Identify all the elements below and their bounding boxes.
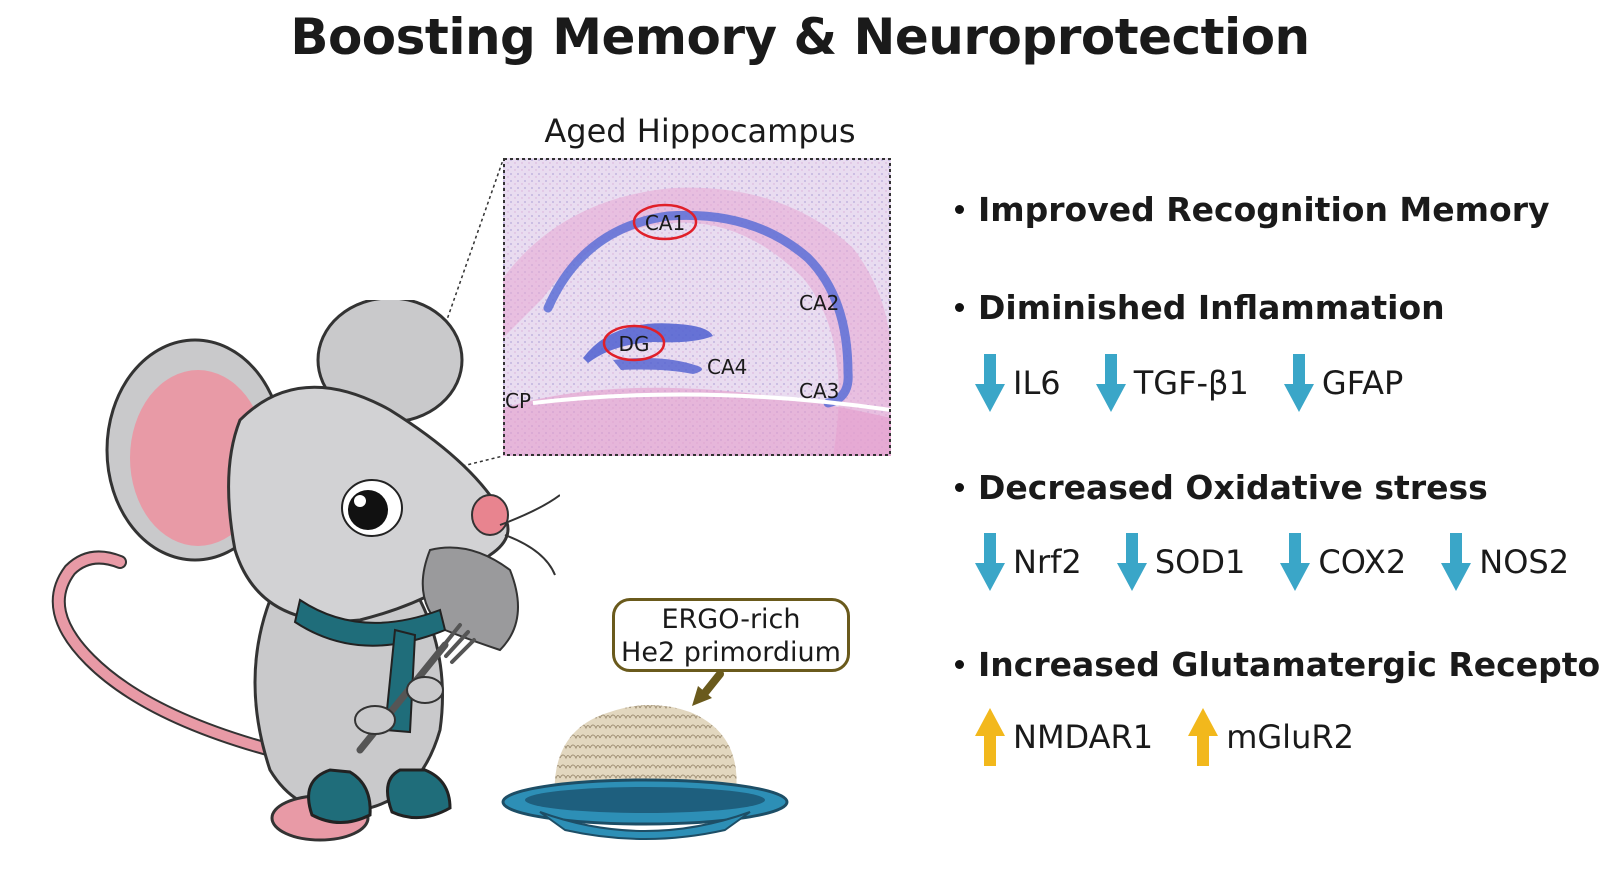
figure-title: Boosting Memory & Neuroprotection [290,8,1310,66]
callout-line1: ERGO-rich [661,604,801,635]
effect-title: Decreased Oxidative stress [978,468,1488,507]
callout-box: ERGO-rich He2 primordium [612,598,850,672]
ca4-label: CA4 [707,355,747,379]
effect-memory: Improved Recognition Memory [955,190,1550,229]
bullet-icon [955,205,964,214]
effect-oxidative: Decreased Oxidative stress [955,468,1488,507]
ca2-label: CA2 [799,291,839,315]
arrow-up-icon [975,708,1005,766]
bullet-icon [955,303,964,312]
effect-title: Improved Recognition Memory [978,190,1550,229]
effect-title: Increased Glutamatergic Receptors [978,645,1600,684]
inflammation-markers: IL6 TGF-β1 GFAP [975,354,1433,416]
callout-line2: He2 primordium [621,637,841,668]
mouse-illustration [51,300,560,842]
ca1-label: CA1 [645,211,685,235]
hippocampus-title: Aged Hippocampus [544,112,856,150]
marker-sod1: SOD1 [1116,533,1245,591]
marker-nrf2: Nrf2 [975,533,1082,591]
arrow-down-icon [1116,533,1147,591]
marker-mglur2: mGluR2 [1188,708,1354,766]
dg-highlight [602,324,666,362]
marker-nos2: NOS2 [1441,533,1569,591]
arrow-down-icon [1441,533,1472,591]
arrow-down-icon [975,354,1005,412]
hippocampus-image: CA1 CA2 CA3 CA4 DG CP [503,158,891,456]
marker-il6: IL6 [975,354,1061,412]
dg-label: DG [619,332,650,356]
effect-glutamatergic: Increased Glutamatergic Receptors [955,645,1600,684]
ca1-highlight [632,203,698,241]
bullet-icon [955,483,964,492]
oxidative-markers: Nrf2 SOD1 COX2 NOS2 [975,533,1599,595]
effect-title: Diminished Inflammation [978,288,1445,327]
cp-label: CP [505,389,531,413]
mushroom-bowl-illustration [501,705,789,840]
marker-tgf-b1: TGF-β1 [1095,354,1249,412]
arrow-down-icon [1095,354,1126,412]
arrow-down-icon [1280,533,1311,591]
arrow-down-icon [975,533,1005,591]
marker-gfap: GFAP [1283,354,1403,412]
marker-nmdar1: NMDAR1 [975,708,1153,766]
effect-inflammation: Diminished Inflammation [955,288,1445,327]
marker-cox2: COX2 [1280,533,1406,591]
callout-arrow-icon [692,672,724,706]
ca3-label: CA3 [799,379,839,403]
bullet-icon [955,660,964,669]
arrow-up-icon [1188,708,1219,766]
arrow-down-icon [1283,354,1314,412]
glutamatergic-markers: NMDAR1 mGluR2 [975,708,1384,770]
